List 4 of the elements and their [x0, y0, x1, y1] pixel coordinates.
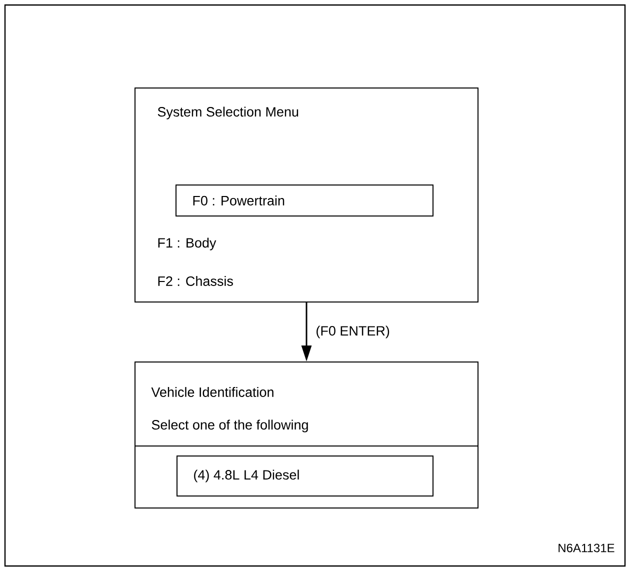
menu-item-box: (4) 4.8L L4 Diesel	[176, 456, 434, 496]
edge-label: (F0 ENTER)	[316, 326, 390, 338]
menu-item-box: F0 : Powertrain	[176, 184, 434, 216]
figure-code: N6A1131E	[558, 544, 614, 552]
